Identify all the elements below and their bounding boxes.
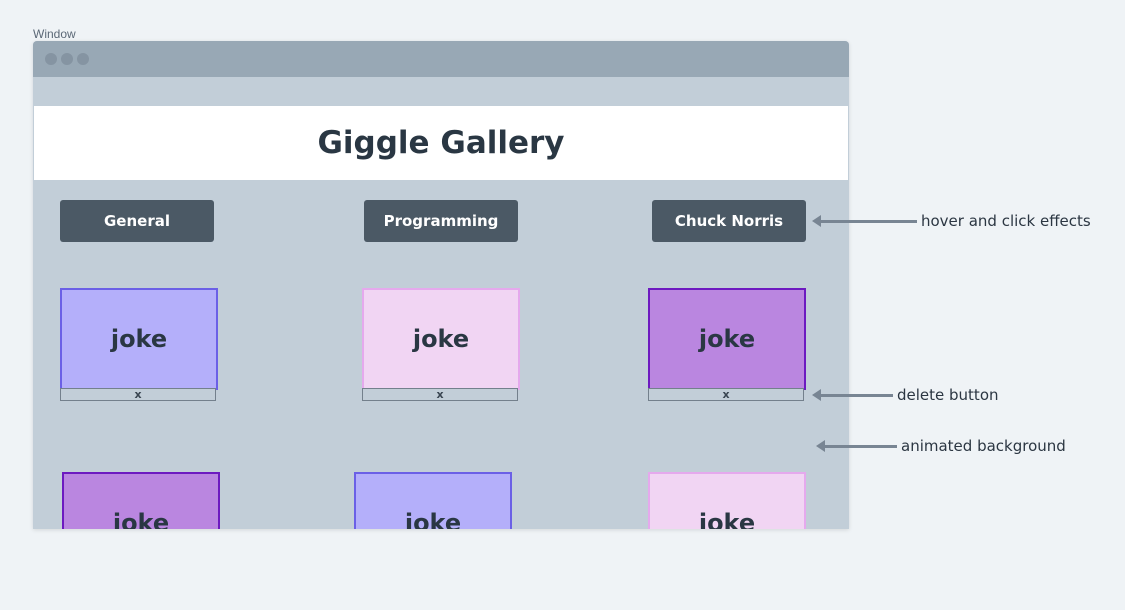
page-title: Giggle Gallery <box>317 125 565 161</box>
arrow-left-icon <box>812 389 821 401</box>
window-close-icon[interactable] <box>45 53 57 65</box>
app-window: Giggle Gallery General Programming Chuck… <box>33 41 849 529</box>
joke-text: joke <box>112 509 170 529</box>
window-titlebar <box>33 41 849 77</box>
joke-text: joke <box>698 509 756 529</box>
window-maximize-icon[interactable] <box>77 53 89 65</box>
joke-card[interactable]: joke <box>62 472 220 529</box>
annotation-line <box>821 393 893 397</box>
arrow-left-icon <box>816 440 825 452</box>
window-label: Window <box>33 27 76 41</box>
delete-button[interactable]: x <box>648 388 804 401</box>
arrow-left-icon <box>812 215 821 227</box>
joke-card[interactable]: joke <box>354 472 512 529</box>
annotation-line <box>821 219 917 223</box>
annotation-background: animated background <box>816 437 1066 455</box>
annotation-line <box>825 444 897 448</box>
annotation-delete: delete button <box>812 386 999 404</box>
annotation-text: animated background <box>901 437 1066 455</box>
annotation-hover: hover and click effects <box>812 212 1091 230</box>
joke-text: joke <box>110 325 168 353</box>
category-button-chuck-norris[interactable]: Chuck Norris <box>652 200 806 242</box>
joke-text: joke <box>698 325 756 353</box>
delete-button[interactable]: x <box>362 388 518 401</box>
category-button-programming[interactable]: Programming <box>364 200 518 242</box>
joke-card[interactable]: joke <box>648 288 806 390</box>
joke-card[interactable]: joke <box>362 288 520 390</box>
delete-button[interactable]: x <box>60 388 216 401</box>
joke-card[interactable]: joke <box>648 472 806 529</box>
annotation-text: hover and click effects <box>921 212 1091 230</box>
window-minimize-icon[interactable] <box>61 53 73 65</box>
page-header: Giggle Gallery <box>34 106 848 180</box>
joke-card[interactable]: joke <box>60 288 218 390</box>
annotation-text: delete button <box>897 386 999 404</box>
joke-text: joke <box>404 509 462 529</box>
category-button-general[interactable]: General <box>60 200 214 242</box>
joke-text: joke <box>412 325 470 353</box>
